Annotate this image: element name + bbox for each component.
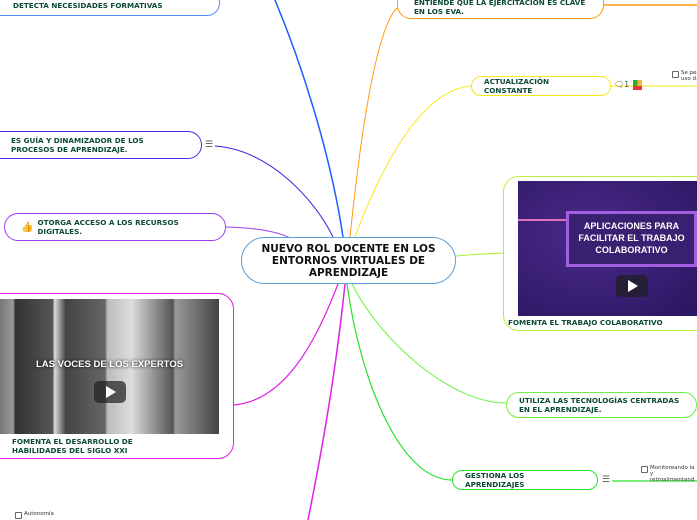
note-gestiona[interactable]: Monitoreando la y retroalimentand — [641, 465, 697, 483]
video-voces-expertos[interactable]: LAS VOCES DE LOS EXPERTOS — [0, 299, 219, 434]
checkbox[interactable] — [672, 71, 679, 78]
node-guia-dinamizador[interactable]: ES GUÍA Y DINAMIZADOR DE LOS PROCESOS DE… — [0, 131, 202, 159]
thumbs-up-icon: 👍 — [21, 221, 34, 233]
play-button[interactable] — [616, 275, 648, 297]
notes-icon[interactable]: ☰ — [205, 140, 214, 150]
node-otorga-acceso[interactable]: 👍OTORGA ACCESO A LOS RECURSOS DIGITALES. — [4, 213, 226, 241]
map-icon[interactable] — [633, 80, 642, 90]
node-label: FOMENTA EL DESARROLLO DE HABILIDADES DEL… — [12, 437, 133, 455]
central-topic[interactable]: NUEVO ROL DOCENTE EN LOS ENTORNOS VIRTUA… — [241, 237, 456, 284]
comment-icon[interactable]: 🗨1 — [614, 80, 630, 89]
play-button[interactable] — [94, 381, 126, 403]
node-ejercitacion[interactable]: ENTIENDE QUE LA EJERCITACIÓN ES CLAVE EN… — [397, 0, 604, 19]
note-actualizacion[interactable]: Se pe... uso d... — [672, 70, 697, 82]
node-label: FOMENTA EL TRABAJO COLABORATIVO — [508, 318, 663, 327]
notes-icon[interactable]: ☰ — [602, 475, 611, 485]
node-actualizacion-constante[interactable]: ACTUALIZACIÓN CONSTANTE — [471, 76, 611, 96]
checkbox[interactable] — [15, 512, 22, 519]
note-autonomia[interactable]: Autonomía — [15, 511, 54, 519]
node-detecta-necesidades[interactable]: DETECTA NECESIDADES FORMATIVAS — [0, 0, 220, 16]
checkbox[interactable] — [641, 466, 648, 473]
node-utiliza-tecnologias[interactable]: UTILIZA LAS TECNOLOGÍAS CENTRADAS EN EL … — [506, 392, 697, 418]
video-aplicaciones-colaborativo[interactable]: APLICACIONES PARA FACILITAR EL TRABAJO C… — [518, 181, 697, 316]
node-gestiona-aprendizajes[interactable]: GESTIONA LOS APRENDIZAJES — [452, 470, 598, 490]
